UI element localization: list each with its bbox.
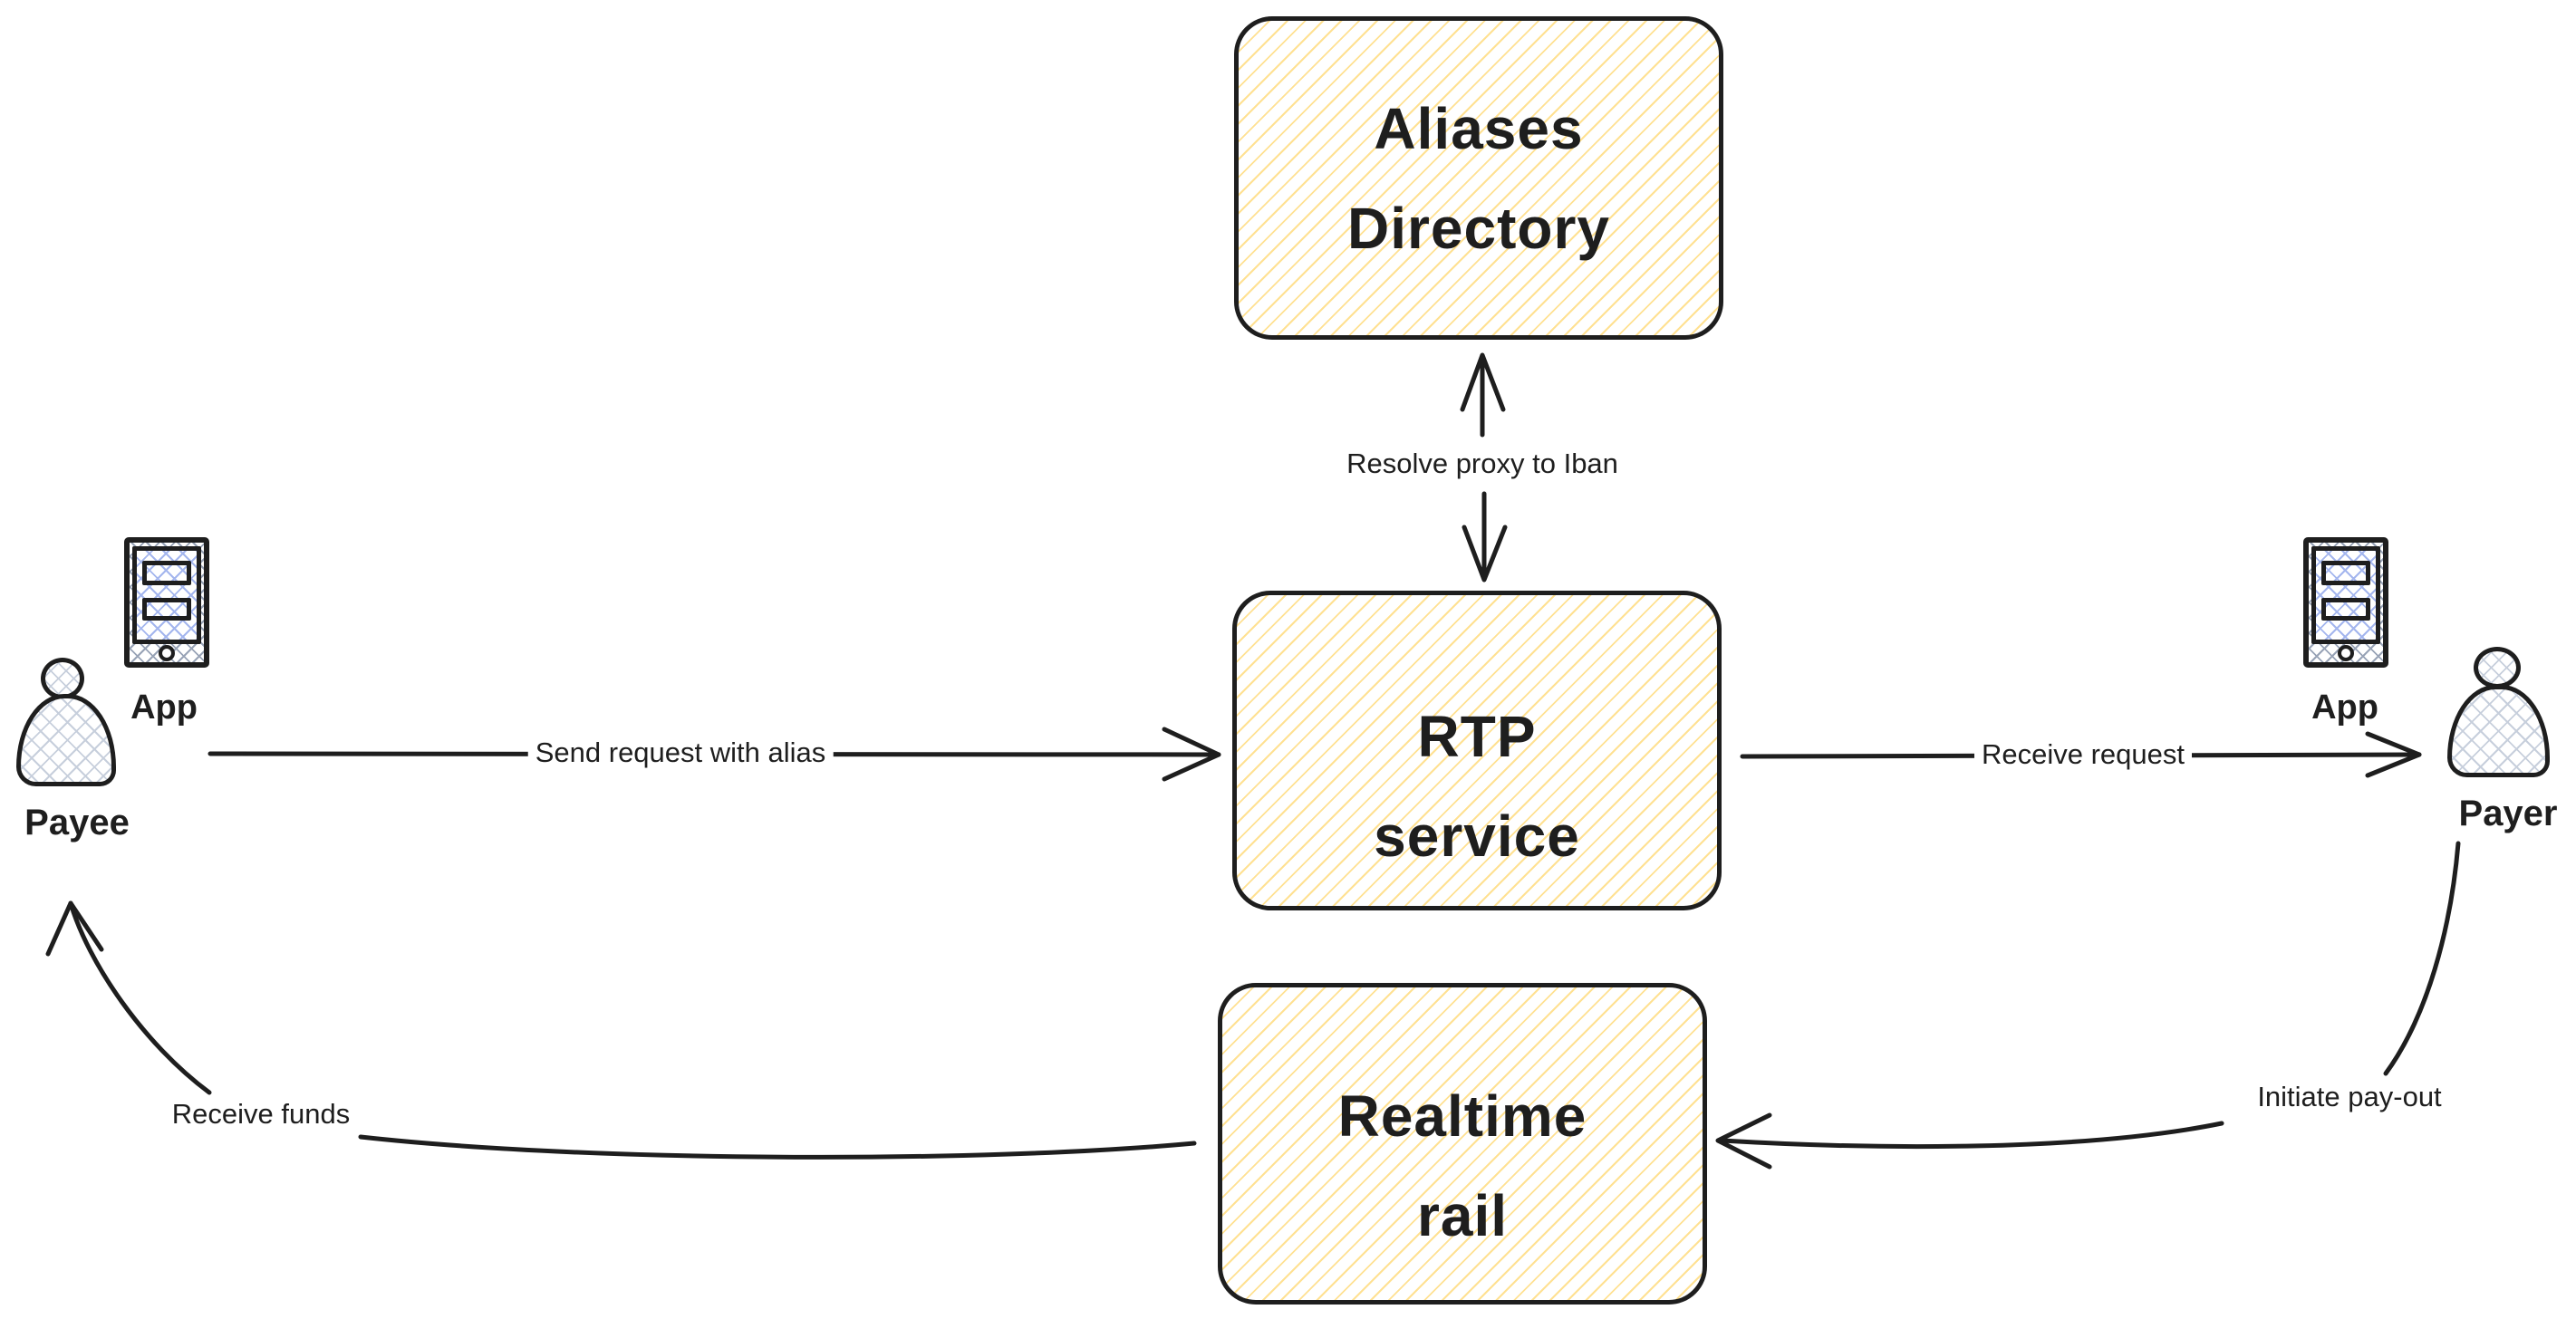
edge-label-initiate-payout[interactable]: Initiate pay-out bbox=[2250, 1079, 2449, 1115]
node-rtp-service-label: RTP service bbox=[1374, 703, 1580, 869]
phone-screen-row-icon bbox=[142, 598, 191, 621]
arrow-receive-funds-curve[interactable] bbox=[68, 900, 212, 1095]
person-icon bbox=[2474, 647, 2521, 688]
edge-label-send-request[interactable]: Send request with alias bbox=[527, 735, 834, 771]
arrowhead-receive-funds bbox=[45, 900, 104, 957]
arrowhead-initiate-payout bbox=[1715, 1112, 1772, 1170]
phone-screen-icon bbox=[2311, 546, 2380, 644]
phone-screen-row-icon bbox=[2321, 598, 2370, 621]
arrowhead-receive-request bbox=[2365, 731, 2422, 778]
edge-label-resolve-proxy[interactable]: Resolve proxy to Iban bbox=[1339, 446, 1626, 482]
node-realtime-rail-label: Realtime rail bbox=[1337, 1083, 1587, 1248]
edge-label-receive-request[interactable]: Receive request bbox=[1973, 737, 2193, 773]
node-realtime-rail[interactable]: Realtime rail bbox=[1218, 983, 1707, 1305]
phone-screen-icon bbox=[132, 546, 201, 644]
payee-app-label: App bbox=[130, 688, 198, 727]
smartphone-icon[interactable] bbox=[124, 537, 209, 668]
arrowhead-resolve-proxy-up bbox=[1460, 352, 1506, 412]
arrow-receive-funds-long[interactable] bbox=[358, 1134, 1197, 1160]
node-aliases-directory[interactable]: Aliases Directory bbox=[1234, 16, 1723, 340]
arrowhead-send-request bbox=[1162, 727, 1221, 782]
edge-label-receive-funds[interactable]: Receive funds bbox=[164, 1096, 358, 1132]
phone-screen-row-icon bbox=[142, 561, 191, 585]
payer-label: Payer bbox=[2458, 794, 2558, 833]
node-aliases-directory-label: Aliases Directory bbox=[1347, 95, 1610, 261]
smartphone-icon[interactable] bbox=[2303, 537, 2388, 668]
person-body-icon bbox=[16, 694, 116, 786]
phone-screen-row-icon bbox=[2321, 561, 2370, 585]
arrow-initiate-payout-upper[interactable] bbox=[2383, 841, 2461, 1076]
arrow-initiate-payout-lower[interactable] bbox=[1720, 1121, 2224, 1150]
phone-home-button-icon bbox=[159, 645, 175, 661]
payee-label: Payee bbox=[24, 803, 130, 842]
person-body-icon bbox=[2447, 685, 2550, 777]
payer-app-label: App bbox=[2311, 688, 2378, 727]
arrowhead-resolve-proxy-down bbox=[1462, 525, 1508, 582]
phone-home-button-icon bbox=[2338, 645, 2354, 661]
node-rtp-service[interactable]: RTP service bbox=[1232, 591, 1722, 910]
